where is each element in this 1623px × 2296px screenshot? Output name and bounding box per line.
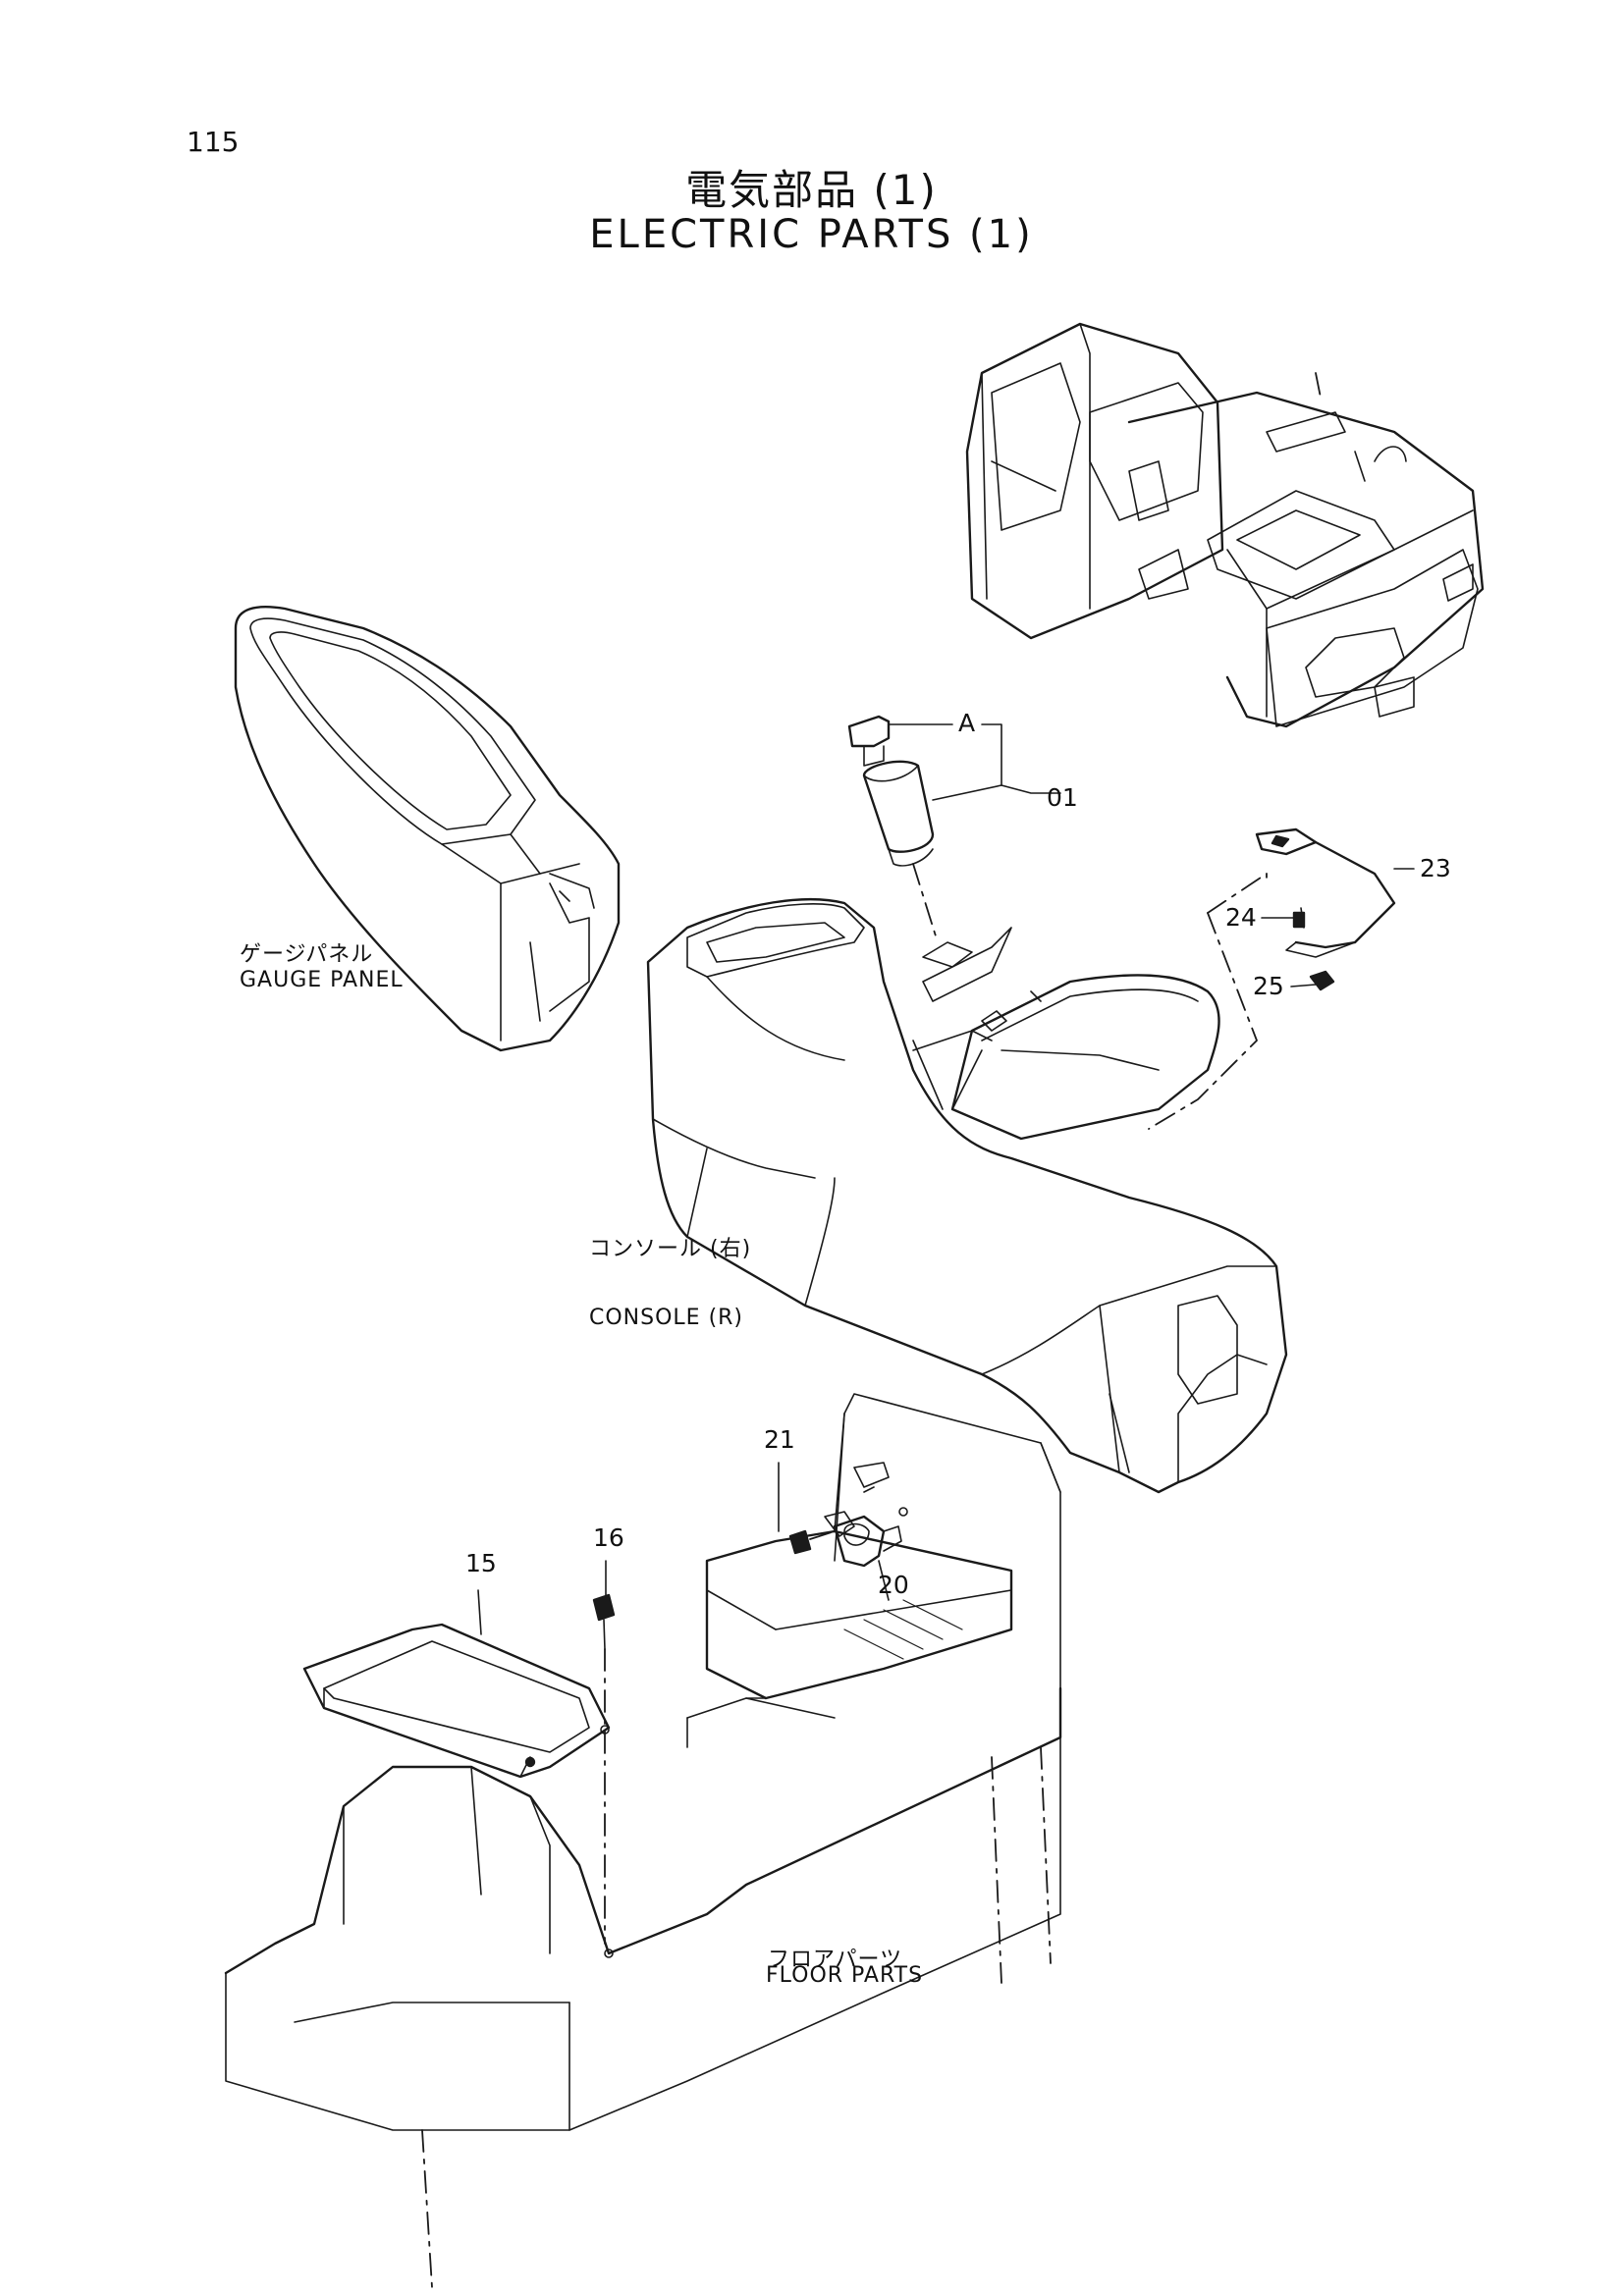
relay-20-drawing	[788, 1462, 902, 1568]
callout-15: 15	[465, 1549, 497, 1577]
page-title-ja: 電気部品 (1)	[685, 166, 938, 214]
callout-20: 20	[878, 1571, 909, 1599]
floor-parts-label-ja: フロアパーツ	[768, 1948, 903, 1972]
page-number: 115	[187, 126, 240, 158]
console-r-drawing	[646, 898, 1288, 1494]
callout-a: A	[958, 709, 976, 737]
callout-24: 24	[1225, 903, 1257, 932]
callout-23: 23	[1420, 854, 1451, 882]
console-r-label-en: CONSOLE (R)	[589, 1306, 744, 1330]
callout-leaders	[477, 723, 1415, 1635]
console-r-label-ja: コンソール (右)	[589, 1237, 752, 1261]
gauge-panel-drawing	[234, 606, 621, 1052]
floor-parts-label-en: FLOOR PARTS	[766, 1963, 924, 1988]
key-switch-drawing	[847, 715, 973, 968]
page-title-en: ELECTRIC PARTS (1)	[589, 212, 1034, 257]
callout-01: 01	[1047, 783, 1078, 812]
controller-box-drawing	[302, 1623, 611, 1779]
bracket-drawing	[1148, 828, 1396, 1130]
gauge-panel-label-ja: ゲージパネル	[240, 942, 374, 967]
gauge-panel-label-en: GAUGE PANEL	[240, 968, 404, 992]
excavator-overview	[965, 322, 1485, 728]
callout-25: 25	[1253, 972, 1284, 1000]
callout-16: 16	[593, 1523, 624, 1552]
callout-21: 21	[764, 1425, 795, 1454]
bolt-16-drawing	[592, 1593, 616, 1958]
floor-parts-drawing	[224, 1393, 1062, 2288]
